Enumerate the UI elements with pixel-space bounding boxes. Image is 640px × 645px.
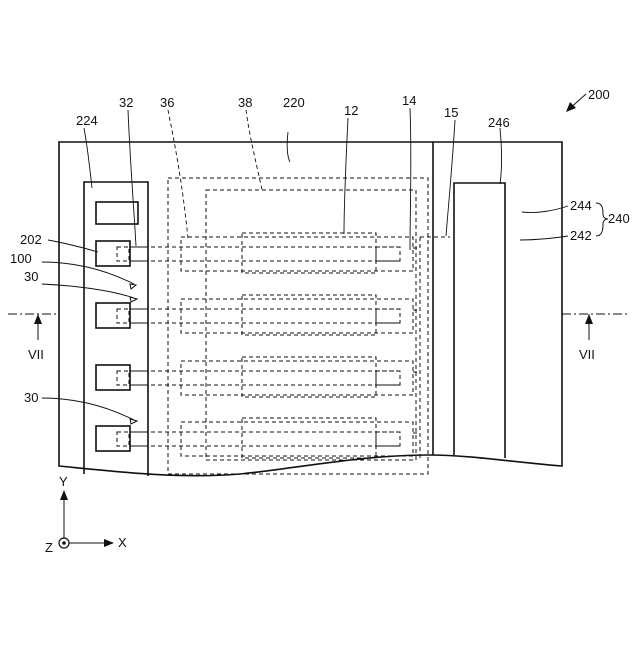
pad-2 [96, 303, 130, 328]
axis-label-x: X [118, 535, 127, 550]
section-label-left: VII [28, 347, 44, 362]
axis-label-z: Z [45, 540, 53, 555]
label-220: 220 [283, 95, 305, 110]
label-30-lower: 30 [24, 390, 38, 405]
section-label-right: VII [579, 347, 595, 362]
element-246 [454, 183, 505, 458]
arrow-200 [566, 94, 586, 112]
brace-240 [596, 203, 608, 236]
strip-top-pad [96, 202, 138, 224]
label-12: 12 [344, 103, 358, 118]
axis-label-y: Y [59, 474, 68, 489]
label-246: 246 [488, 115, 510, 130]
label-100: 100 [10, 251, 32, 266]
pad-leads [130, 247, 148, 446]
pad-1 [96, 241, 130, 266]
label-15: 15 [444, 105, 458, 120]
label-242: 242 [570, 228, 592, 243]
dashed-region-38 [206, 190, 416, 460]
axis-indicator [59, 490, 114, 548]
section-line-vii [8, 314, 630, 340]
label-30-upper: 30 [24, 269, 38, 284]
pad-3 [96, 365, 130, 390]
label-200: 200 [588, 87, 610, 102]
label-224: 224 [76, 113, 98, 128]
label-14: 14 [402, 93, 416, 108]
label-240: 240 [608, 211, 630, 226]
label-32: 32 [119, 95, 133, 110]
label-38: 38 [238, 95, 252, 110]
chip-rows [130, 233, 450, 460]
label-202: 202 [20, 232, 42, 247]
pad-4 [96, 426, 130, 451]
label-36: 36 [160, 95, 174, 110]
label-244: 244 [570, 198, 592, 213]
dashed-region-36 [168, 178, 428, 474]
